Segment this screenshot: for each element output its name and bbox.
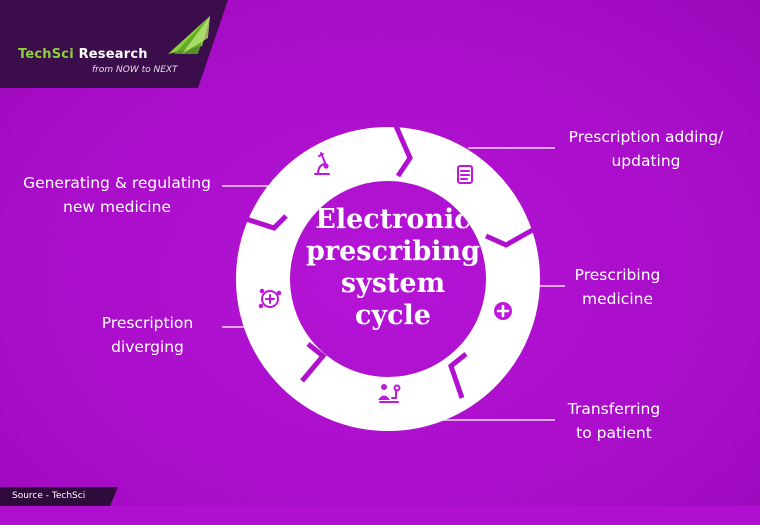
ring-break-4: [300, 342, 327, 383]
ring-break-1: [393, 124, 413, 178]
logo-panel: TechSci Research from NOW to NEXT: [0, 0, 228, 88]
ring-break-3: [448, 352, 468, 399]
document-icon: [457, 165, 473, 184]
logo-title-part-a: TechSci: [18, 47, 74, 62]
logo-title: TechSci Research: [18, 47, 148, 62]
center-title-line-2: prescribing: [305, 236, 481, 267]
step-label-line: Generating & regulating: [23, 174, 211, 192]
center-title-line-4: cycle: [354, 300, 431, 331]
logo-arrow-icon: [168, 16, 210, 54]
ring-break-5: [239, 214, 288, 231]
step-label-line: new medicine: [63, 198, 171, 216]
step-label-line: Transferring: [567, 400, 661, 418]
dispersal-icon: [258, 288, 282, 309]
patient-care-icon: [378, 384, 401, 403]
step-label-line: medicine: [582, 290, 653, 308]
step-label-line: Prescription: [101, 314, 194, 332]
step-label-line: Prescription adding/: [568, 128, 724, 146]
logo-tagline: from NOW to NEXT: [92, 65, 178, 75]
cycle-diagram: [222, 124, 565, 431]
cycle-ring: [236, 124, 540, 431]
center-title-line-1: Electronic: [315, 204, 471, 235]
step-label-line: updating: [611, 152, 681, 170]
step-label-line: Prescribing: [574, 266, 661, 284]
step-label-generating: Generating & regulating new medicine: [12, 171, 222, 219]
logo-title-part-b: Research: [73, 47, 148, 62]
step-label-line: to patient: [576, 424, 652, 442]
source-note: Source - TechSci Research: [0, 487, 118, 506]
microscope-icon: [314, 152, 330, 175]
medical-cross-icon: [494, 302, 512, 320]
step-label-diverging: Prescription diverging: [85, 311, 210, 359]
step-label-line: diverging: [111, 338, 184, 356]
center-title-line-3: system: [340, 268, 446, 299]
center-title: Electronic prescribing system cycle: [293, 204, 493, 332]
step-label-transferring: Transferring to patient: [554, 397, 674, 445]
step-label-prescribing-medicine: Prescribing medicine: [560, 263, 675, 311]
step-label-adding-updating: Prescription adding/ updating: [556, 125, 736, 173]
ring-break-2: [484, 225, 538, 248]
